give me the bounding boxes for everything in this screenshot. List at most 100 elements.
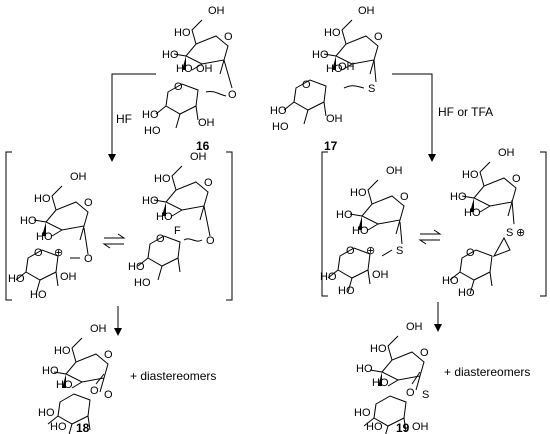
atom-o: O <box>104 389 113 401</box>
reagent-left: HF <box>116 112 132 126</box>
atom-ho: HO <box>324 27 341 39</box>
atom-o: O <box>302 79 311 91</box>
atom-o: O <box>374 31 383 43</box>
atom-o: O <box>84 253 93 265</box>
compound-19: OH O HO HO HO O S HO HO OH + diastereome… <box>354 321 530 434</box>
atom-s: S <box>396 245 403 257</box>
intermediate-oxocarbenium-left: OH O HO HO HO O O ⊕ OH HO HO <box>8 171 93 301</box>
atom-o: O <box>206 235 215 247</box>
atom-oh: OH <box>386 165 403 177</box>
intermediate-fluoride-left: OH O HO HO HO O F O HO HO <box>128 151 215 289</box>
atom-ho: HO <box>462 169 479 181</box>
atom-ho: HO <box>312 49 329 61</box>
atom-ho: HO <box>144 125 161 137</box>
atom-o: O <box>466 247 475 259</box>
compound-number-18: 18 <box>76 421 90 434</box>
equilibrium-right <box>418 229 442 245</box>
atom-o: O <box>512 173 521 185</box>
atom-ho: HO <box>366 421 383 433</box>
atom-oh: OH <box>60 271 77 283</box>
oxocarbenium-plus: ⊕ <box>54 247 63 259</box>
atom-ho: HO <box>54 345 71 357</box>
atom-oh: OH <box>190 151 207 163</box>
atom-o: O <box>400 191 409 203</box>
atom-ho: HO <box>8 273 25 285</box>
atom-ho: HO <box>464 207 481 219</box>
bracket-right <box>321 151 547 297</box>
atom-ho: HO <box>42 365 59 377</box>
reagent-right: HF or TFA <box>438 105 493 119</box>
arrow-left: HF <box>108 73 156 162</box>
atom-ho: HO <box>356 363 373 375</box>
atom-ho: HO <box>142 195 159 207</box>
atom-ho: HO <box>36 231 53 243</box>
atom-oh: OH <box>90 323 107 335</box>
atom-oh: OH <box>406 321 423 333</box>
atom-ho: HO <box>156 211 173 223</box>
atom-oh: OH <box>196 63 213 75</box>
atom-o: O <box>204 177 213 189</box>
atom-ho: HO <box>30 289 47 301</box>
intermediate-episulfonium-right: OH O HO HO HO S ⊕ O HO HO <box>442 147 525 299</box>
atom-o: O <box>224 31 233 43</box>
atom-ho: HO <box>56 379 73 391</box>
atom-o: O <box>420 347 429 359</box>
compound-17: OH O HO HO HO S OH O HO HO OH 17 <box>270 5 383 153</box>
atom-ho: HO <box>176 63 193 75</box>
atom-ho: HO <box>38 407 55 419</box>
atom-oh: OH <box>208 5 225 17</box>
atom-o: O <box>346 245 355 257</box>
compound-18: OH O HO HO HO O O HO HO + diastereomers … <box>38 323 216 434</box>
arrow-right: HF or TFA <box>392 73 493 162</box>
atom-ho: HO <box>336 209 353 221</box>
atom-o: O <box>174 81 183 93</box>
atom-ho: HO <box>354 407 371 419</box>
atom-ho: HO <box>352 225 369 237</box>
compound-number-17: 17 <box>324 139 338 153</box>
compound-16: OH O HO HO HO O OH O HO HO OH 16 <box>142 5 237 153</box>
atom-oh: OH <box>358 5 375 17</box>
atom-ho: HO <box>134 277 151 289</box>
atom-ho: HO <box>338 285 355 297</box>
atom-s: S <box>368 83 375 95</box>
atom-oh: OH <box>198 117 215 129</box>
intermediate-oxocarbenium-right: OH O HO HO HO S O ⊕ OH HO HO <box>320 165 409 297</box>
atom-oh: OH <box>326 113 343 125</box>
atom-ho: HO <box>128 261 145 273</box>
atom-ho: HO <box>162 49 179 61</box>
atom-ho: HO <box>458 287 475 299</box>
atom-oh: OH <box>498 147 515 159</box>
atom-oh: OH <box>338 61 355 73</box>
atom-oh: OH <box>70 171 87 183</box>
atom-s: S <box>422 389 429 401</box>
equilibrium-left <box>102 233 126 249</box>
atom-ho: HO <box>34 193 51 205</box>
atom-ho: HO <box>272 121 289 133</box>
diastereomers-note-left: + diastereomers <box>130 369 216 383</box>
atom-s: S <box>506 227 513 239</box>
atom-o: O <box>84 197 93 209</box>
atom-o: O <box>228 89 237 101</box>
atom-ho: HO <box>372 377 389 389</box>
episulfonium-plus: ⊕ <box>516 227 525 239</box>
atom-o: O <box>34 247 43 259</box>
atom-ho: HO <box>370 343 387 355</box>
atom-f: F <box>174 225 181 237</box>
atom-ho: HO <box>442 275 459 287</box>
atom-ho: HO <box>450 191 467 203</box>
atom-o: O <box>104 349 113 361</box>
atom-ho: HO <box>142 109 159 121</box>
oxocarbenium-plus: ⊕ <box>366 245 375 257</box>
compound-number-16: 16 <box>196 139 210 153</box>
atom-ho: HO <box>50 421 67 433</box>
atom-ho: HO <box>270 105 287 117</box>
atom-oh: OH <box>412 421 429 433</box>
atom-ho: HO <box>326 63 343 75</box>
atom-ho: HO <box>20 215 37 227</box>
atom-ho: HO <box>154 173 171 185</box>
atom-o: O <box>406 387 415 399</box>
atom-oh: OH <box>372 269 389 281</box>
atom-ho: HO <box>320 271 337 283</box>
bracket-left <box>5 151 233 301</box>
